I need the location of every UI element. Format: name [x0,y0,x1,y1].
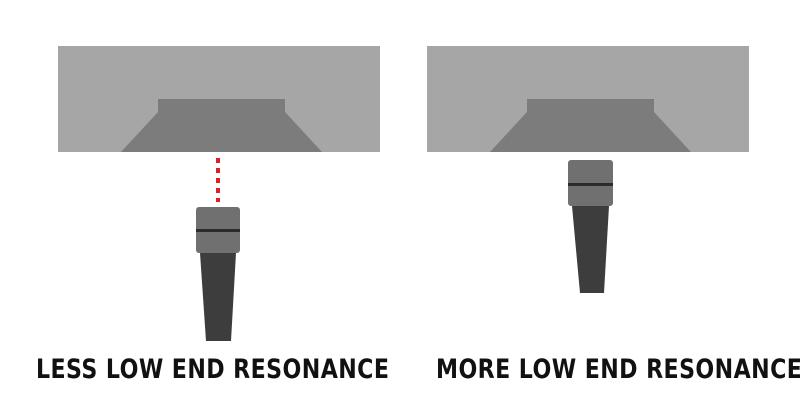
microphone-body [572,206,609,293]
right-diagram [427,46,749,293]
right-caption: MORE LOW END RESONANCE [436,354,800,385]
microphone-band [196,229,240,232]
left-diagram-panel: LESS LOW END RESONANCE [36,46,390,385]
speaker-cone [121,99,322,152]
left-diagram [58,46,380,341]
right-diagram-panel: MORE LOW END RESONANCE [400,0,800,400]
speaker-cone [490,99,691,152]
microphone-body [200,253,236,341]
microphone-band [568,183,613,186]
left-caption: LESS LOW END RESONANCE [36,354,390,385]
